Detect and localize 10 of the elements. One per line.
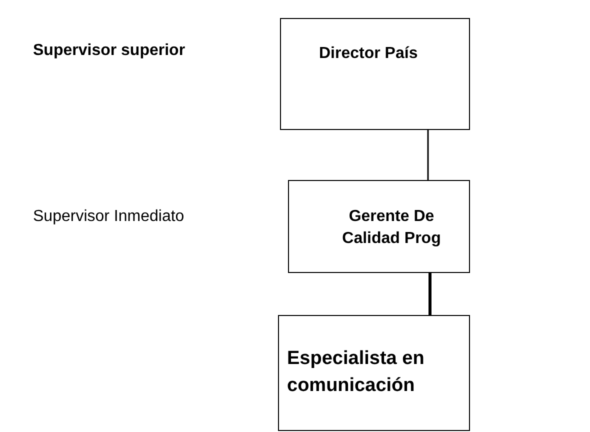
position-title: Gerente De Calidad Prog [341, 207, 442, 250]
connector-line [428, 273, 432, 315]
role-label: Supervisor superior [33, 42, 186, 60]
role-label: Supervisor Inmediato [33, 208, 184, 226]
position-title: Director País [319, 44, 419, 64]
connector-line [427, 130, 429, 180]
position-title: Especialista en comunicación [287, 347, 426, 398]
position-box [280, 18, 470, 130]
position-box [288, 180, 470, 273]
position-box [278, 315, 470, 431]
